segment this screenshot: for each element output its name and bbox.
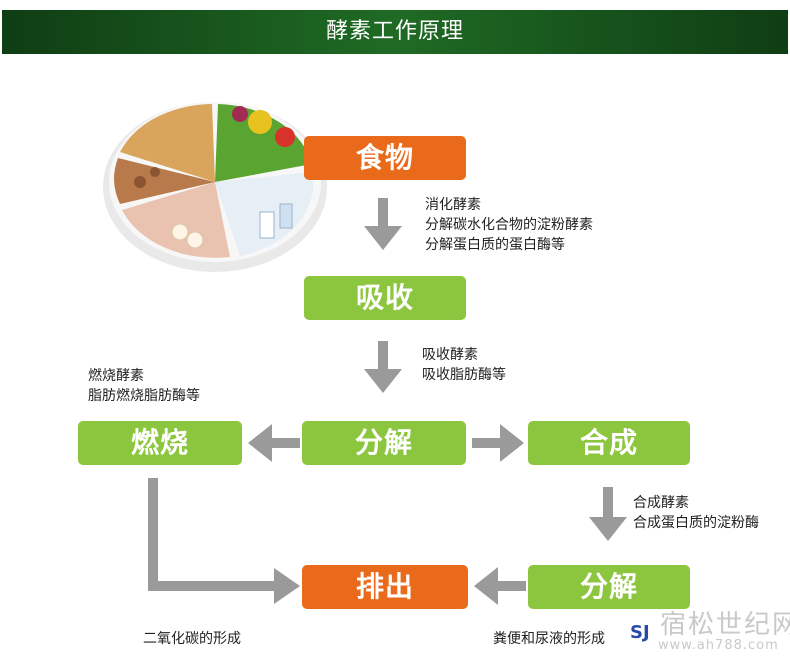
note-burn: 燃烧酵素 脂肪燃烧脂肪酶等 [88,366,200,406]
note-absorb: 吸收酵素 吸收脂肪酶等 [422,345,506,385]
note-digest: 消化酵素 分解碳水化合物的淀粉酵素 分解蛋白质的蛋白酶等 [425,195,593,255]
note-line: 分解蛋白质的蛋白酶等 [425,237,565,253]
note-line: 合成酵素 [633,495,689,511]
watermark-url: www.ah788.com [658,638,779,653]
node-burn: 燃烧 [78,421,242,465]
watermark-text: 宿松世纪网 [660,610,790,640]
caption-co2: 二氧化碳的形成 [143,631,241,647]
food-plate-image [103,102,327,272]
note-line: 消化酵素 [425,197,481,213]
watermark-logo: SJ [630,622,650,643]
node-synthesize: 合成 [528,421,690,465]
note-line: 吸收脂肪酶等 [422,367,506,383]
node-decompose: 分解 [302,421,466,465]
page-title: 酵素工作原理 [2,10,788,54]
caption-waste: 粪便和尿液的形成 [493,631,605,647]
note-line: 分解碳水化合物的淀粉酵素 [425,217,593,233]
note-line: 脂肪燃烧脂肪酶等 [88,388,200,404]
node-food: 食物 [304,136,466,180]
node-excrete: 排出 [302,565,468,609]
watermark: SJ 宿松世纪网 www.ah788.com [600,600,790,660]
node-decompose-2: 分解 [528,565,690,609]
note-synth: 合成酵素 合成蛋白质的淀粉酶 [633,493,759,533]
note-line: 燃烧酵素 [88,368,144,384]
note-line: 吸收酵素 [422,347,478,363]
node-absorb: 吸收 [304,276,466,320]
note-line: 合成蛋白质的淀粉酶 [633,515,759,531]
